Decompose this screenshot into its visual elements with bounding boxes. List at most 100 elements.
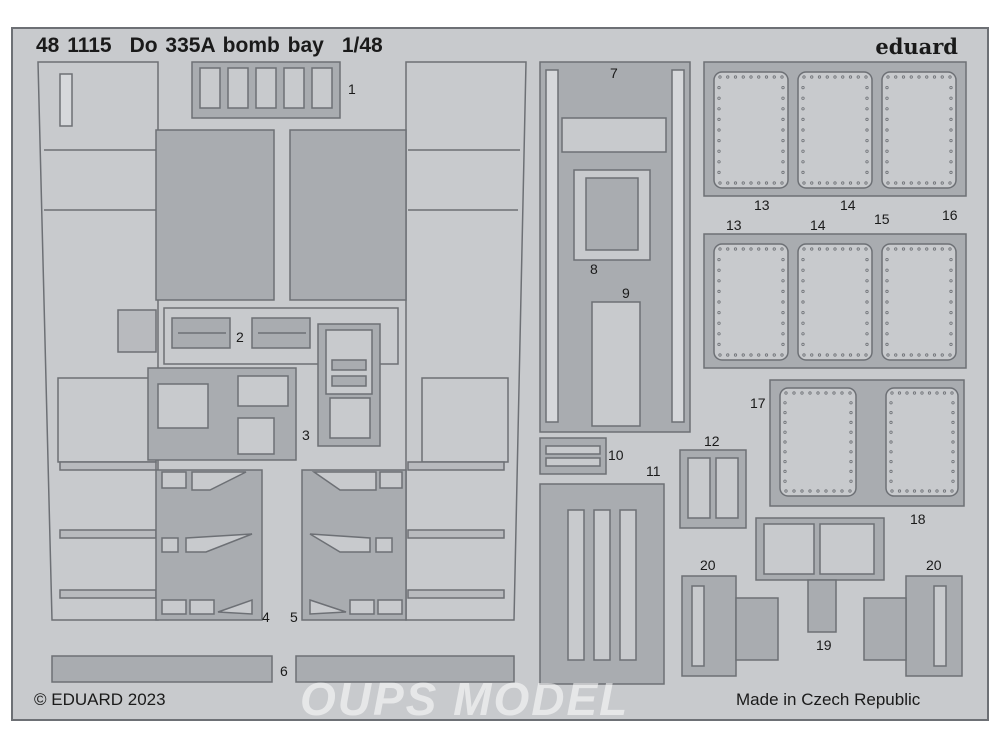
rivet-hole [801,279,805,283]
part-20-right [863,575,963,677]
rivet-hole [841,181,845,185]
rivet-hole [865,128,869,132]
rivet-hole [741,181,745,185]
rivet-hole [917,353,921,357]
rivet-hole [783,459,787,464]
rivet-hole [840,489,844,493]
brand-logo: eduard [875,34,958,59]
rivet-hole [856,353,860,357]
rivet-hole [948,181,952,185]
rivet-hole [781,279,785,283]
rivet-hole [927,489,932,493]
rivet-hole [917,247,921,251]
panels-row-lower [769,379,965,507]
rivet-hole [780,75,784,79]
rivet-hole [817,75,822,79]
rivet-hole [741,247,745,251]
rivet-hole [949,107,953,111]
rivet-hole [781,107,785,111]
rivet-hole [897,391,902,395]
rivet-hole [783,479,787,483]
part-label-2: 2 [236,329,244,345]
rivet-hole [764,181,769,185]
part-label-8: 8 [590,261,598,277]
rivet-hole [886,181,890,185]
rivet-hole [801,289,805,293]
rivet-hole [949,279,953,283]
rivet-hole [927,391,932,395]
rivet-hole [783,450,787,454]
rivet-hole [717,107,721,111]
rivet-hole [951,430,955,434]
rivet-hole [951,479,955,483]
rivet-hole [885,342,889,346]
rivet-hole [951,450,955,454]
rivet-hole [885,279,889,283]
rivet-hole [894,75,898,79]
rivet-hole [864,247,868,251]
rivet-hole [817,247,822,251]
rivet-hole [942,489,947,493]
rivet-hole [885,128,889,132]
rivet-hole [717,332,721,336]
rivet-hole [951,440,955,444]
bay-door-right-part [289,61,527,621]
rivet-hole [865,149,869,153]
rivet-hole [801,257,805,262]
rivet-hole [932,353,937,357]
rivet-hole [885,86,889,90]
rivet-hole [890,489,894,493]
part-6-strips [51,655,515,683]
rivet-hole [741,353,745,357]
rivet-hole [901,75,906,79]
rivet-hole [889,420,893,424]
rivet-hole [889,401,893,405]
rivet-hole [925,181,929,185]
rivet-hole [816,489,820,493]
rivet-hole [885,160,889,164]
part-7-rails [539,61,691,433]
rivet-hole [849,401,853,405]
rivet-hole [885,257,889,262]
rivet-hole [920,391,924,395]
rivet-hole [840,391,844,395]
rivet-hole [849,440,853,444]
part-label-20-left: 20 [700,557,716,573]
rivet-hole [717,300,721,304]
rivet-hole [833,181,837,185]
rivet-hole [925,353,929,357]
rivet-hole [865,268,869,272]
rivet-hole [940,75,944,79]
rivet-hole [833,75,837,79]
rivet-hole [951,410,955,415]
rivet-hole [733,247,738,251]
rivet-hole [781,342,785,346]
rivet-hole [717,342,721,346]
rivet-hole [949,86,953,90]
rivet-hole [886,75,890,79]
rivet-hole [901,181,906,185]
rivet-hole [816,391,820,395]
rivet-hole [781,96,785,100]
rivet-hole [783,401,787,405]
bay-door-left-part [37,61,275,621]
rivet-hole [792,489,796,493]
rivet-hole [772,247,776,251]
rivet-hole [717,160,721,164]
rivet-hole [909,181,913,185]
rivet-hole [800,391,804,395]
rivet-hole [889,469,893,473]
rivet-hole [749,75,753,79]
rivet-hole [781,321,785,325]
part-label-14-top: 14 [840,197,856,213]
rivet-hole [781,160,785,164]
rivet-hole [781,149,785,153]
rivet-hole [951,469,955,473]
rivet-hole [885,139,889,143]
rivet-hole [801,117,805,122]
rivet-hole [849,410,853,415]
rivet-hole [801,160,805,164]
rivet-hole [733,181,738,185]
rivet-hole [949,128,953,132]
